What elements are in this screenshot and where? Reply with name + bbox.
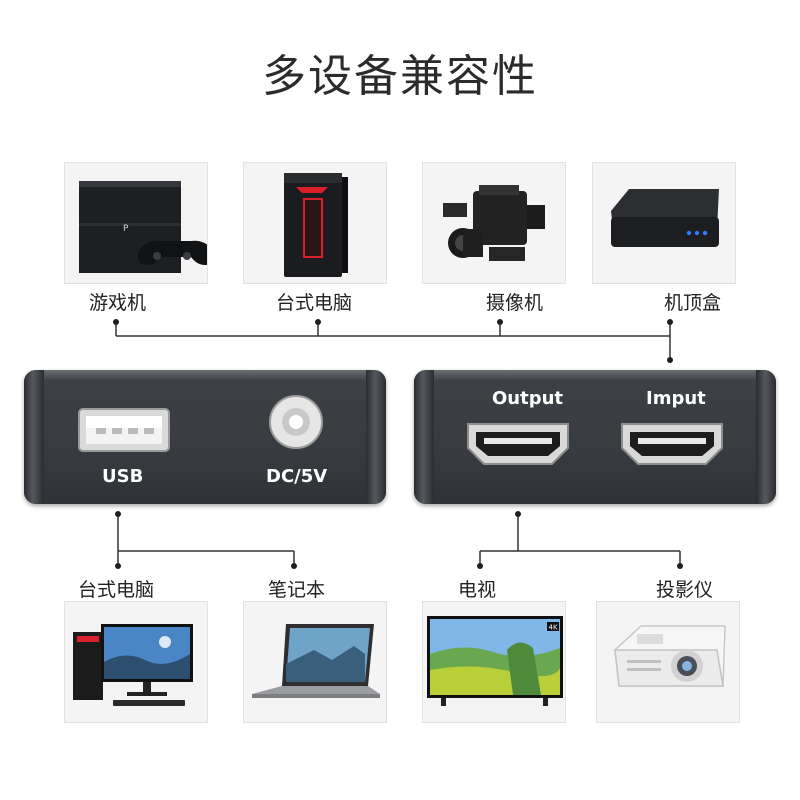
device-left-end-cap: [24, 370, 44, 504]
device-left-end-cap: [414, 370, 434, 504]
laptop-icon: [252, 624, 380, 698]
game-console-icon: P: [79, 181, 207, 273]
output-port-label: Output: [492, 388, 564, 409]
input-port-label: Imput: [646, 388, 706, 409]
device-right-end-cap: [756, 370, 776, 504]
game-console-card: P: [64, 162, 208, 284]
desktop-tower-icon: [284, 173, 348, 277]
output-label-desktop: 台式电脑: [78, 579, 155, 601]
output-label-projector: 投影仪: [656, 579, 714, 601]
page-title: 多设备兼容性: [262, 51, 538, 102]
usb-port-label: USB: [102, 466, 144, 487]
tv-4k-badge: 4K: [549, 624, 558, 632]
input-label-game-console: 游戏机: [89, 292, 147, 314]
desktop-monitor-icon: [73, 624, 193, 706]
projector-card: [596, 601, 740, 723]
set-top-box-card: [592, 162, 736, 284]
camcorder-card: [422, 162, 566, 284]
device-right-end-cap: [366, 370, 386, 504]
hdmi-output-port-icon: [467, 423, 569, 465]
input-label-desktop: 台式电脑: [276, 292, 353, 314]
input-label-set-top-box: 机顶盒: [664, 292, 722, 314]
projector-icon: [614, 625, 726, 687]
set-top-box-icon: [611, 189, 719, 247]
hdmi-input-port-icon: [621, 423, 723, 465]
output-label-tv: 电视: [458, 579, 497, 601]
usb-port-icon: [78, 408, 170, 452]
svg-text:P: P: [123, 224, 129, 234]
camcorder-icon: [443, 185, 545, 261]
output-label-laptop: 笔记本: [268, 579, 326, 601]
splitter-hdmi-side: Output Imput: [414, 370, 776, 504]
desktop-tower-card: [243, 162, 387, 284]
dc-power-jack-icon: [269, 395, 323, 449]
dc-power-label: DC/5V: [266, 466, 328, 487]
tv-icon: 4K: [427, 616, 563, 706]
input-label-camcorder: 摄像机: [486, 292, 544, 314]
tv-card: 4K: [422, 601, 566, 723]
splitter-usb-side: USB DC/5V: [24, 370, 386, 504]
laptop-card: [243, 601, 387, 723]
desktop-monitor-card: [64, 601, 208, 723]
